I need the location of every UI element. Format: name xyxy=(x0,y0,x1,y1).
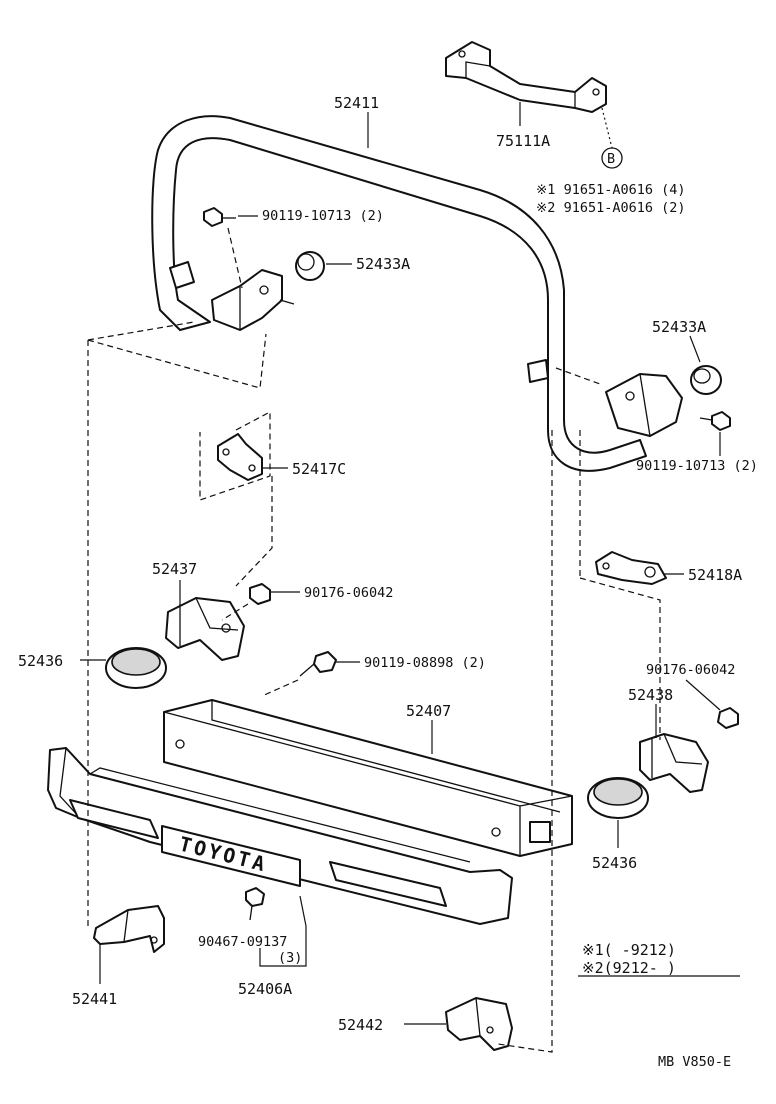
label-90176-06042-left: 90176-06042 xyxy=(304,585,393,601)
label-90119-10713-right: 90119-10713 (2) xyxy=(636,458,758,474)
label-52442: 52442 xyxy=(338,1016,383,1034)
mount-52438 xyxy=(639,704,709,793)
bracket-52442 xyxy=(404,430,553,1053)
bolt-90119-08898 xyxy=(261,651,360,697)
guide-left-top xyxy=(87,321,195,341)
label-52407: 52407 xyxy=(406,702,451,720)
legend-line-2: ※2(9212- ) xyxy=(582,959,676,977)
hinge-bracket-left xyxy=(211,269,295,331)
label-52438: 52438 xyxy=(628,686,673,704)
bumper-52406a: TOYOTA xyxy=(47,747,513,927)
label-52418a: 52418A xyxy=(688,566,742,584)
bolt-90176-06042-left xyxy=(221,583,300,621)
label-75111a: 75111A xyxy=(496,132,550,150)
note-1: ※1 91651-A0616 (4) xyxy=(536,182,685,198)
legend-line-1: ※1( -9212) xyxy=(582,941,676,959)
label-52406a: 52406A xyxy=(238,980,292,998)
label-90467-qty: (3) xyxy=(278,950,302,966)
bolt-90119-10713-top xyxy=(203,207,258,289)
label-52433a-top: 52433A xyxy=(356,255,410,273)
label-52437: 52437 xyxy=(152,560,197,578)
label-90176-06042-right: 90176-06042 xyxy=(646,662,735,678)
grommet-52436-left xyxy=(80,647,167,689)
mount-52437 xyxy=(165,580,245,661)
plate-52417c xyxy=(199,411,288,501)
grommet-52436-right xyxy=(587,777,649,848)
label-90119-10713-top: 90119-10713 (2) xyxy=(262,208,384,224)
bar-52411 xyxy=(151,112,647,472)
ref-b-letter: B xyxy=(607,151,615,167)
clip-90467-09137 xyxy=(245,887,307,967)
bushing-52433a-right xyxy=(689,335,722,395)
label-52441: 52441 xyxy=(72,990,117,1008)
bolt-90119-10713-right xyxy=(699,411,731,456)
label-52417c: 52417C xyxy=(292,460,346,478)
note-2: ※2 91651-A0616 (2) xyxy=(536,200,685,216)
hinge-bracket-right xyxy=(605,373,683,437)
plate-52418a xyxy=(579,430,684,585)
label-52433a-right: 52433A xyxy=(652,318,706,336)
reinforcement-52407 xyxy=(163,699,573,857)
label-90119-08898: 90119-08898 (2) xyxy=(364,655,486,671)
guide-right-mount xyxy=(579,577,661,740)
bracket-75111a xyxy=(445,41,613,149)
footer-code: MB V850-E xyxy=(658,1054,731,1070)
bracket-52441 xyxy=(87,340,165,984)
guide-left-hinge xyxy=(87,333,267,389)
label-52436-right: 52436 xyxy=(592,854,637,872)
bushing-52433a-top xyxy=(295,251,352,281)
label-52411: 52411 xyxy=(334,94,379,112)
guide-left-mount xyxy=(235,476,273,587)
label-52436-left: 52436 xyxy=(18,652,63,670)
label-90467-09137: 90467-09137 xyxy=(198,934,287,950)
bolt-90176-06042-right xyxy=(685,679,739,729)
reference-b: B xyxy=(601,147,623,169)
guide-right-top xyxy=(555,367,601,385)
